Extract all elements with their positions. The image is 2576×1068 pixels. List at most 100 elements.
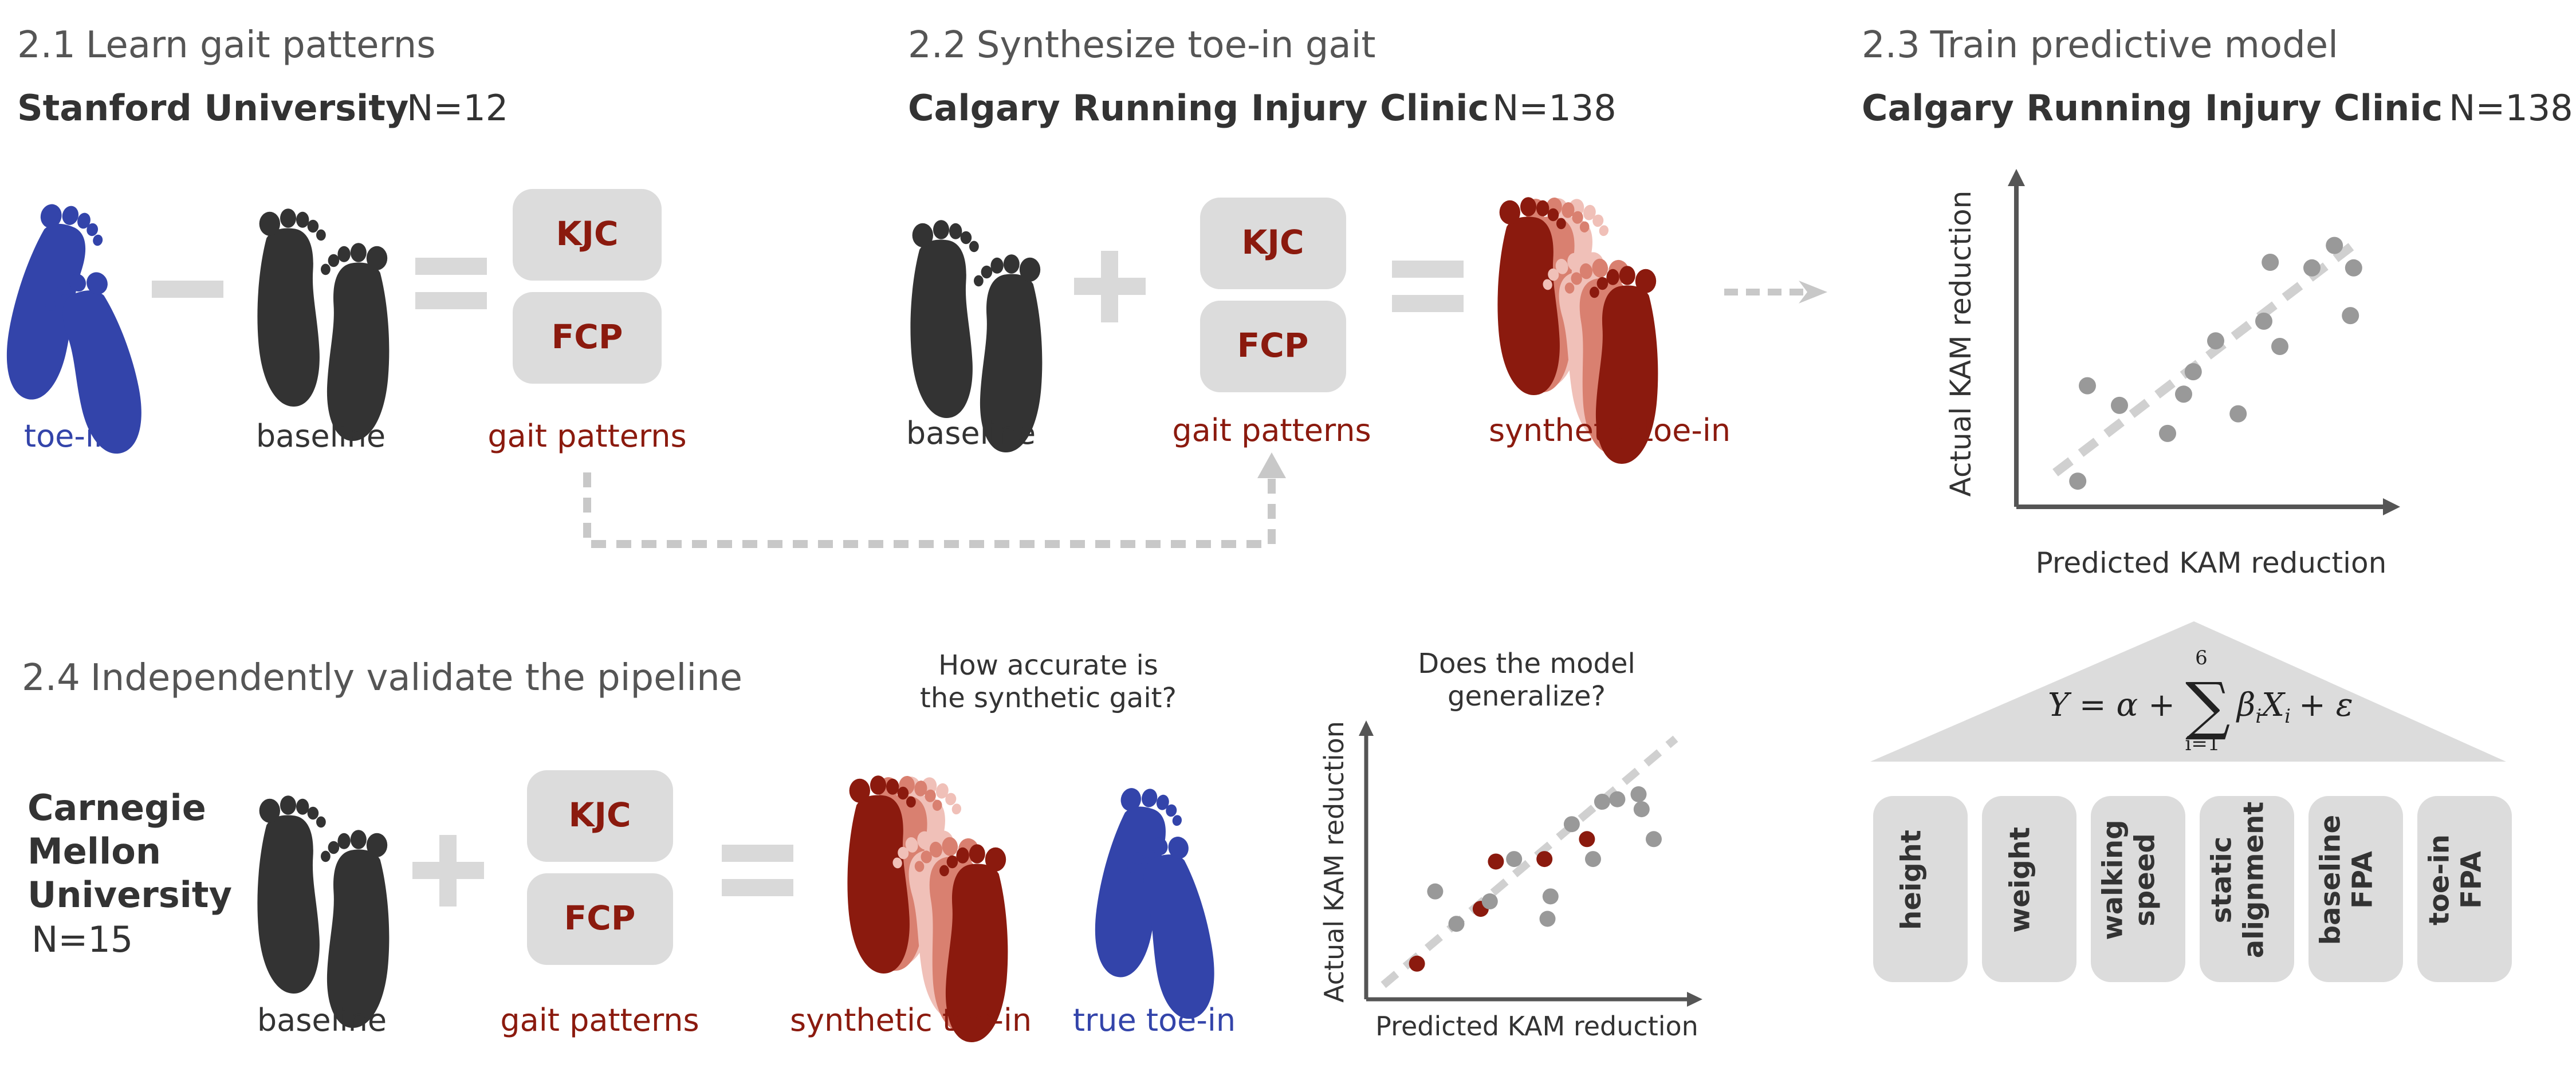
data-point bbox=[2159, 424, 2176, 442]
data-point bbox=[2111, 396, 2128, 414]
data-point bbox=[2271, 338, 2288, 355]
data-point bbox=[2262, 254, 2279, 271]
data-point bbox=[2342, 307, 2359, 325]
data-point bbox=[1481, 893, 1498, 910]
minus-sign bbox=[152, 281, 223, 298]
data-point bbox=[1542, 888, 1559, 905]
data-point bbox=[2079, 377, 2096, 395]
plus-sign bbox=[412, 835, 484, 907]
pillar-box bbox=[2200, 796, 2294, 982]
train-scatter-chart bbox=[2008, 169, 2400, 515]
feature-label: baseline bbox=[2315, 815, 2347, 945]
pillar-box bbox=[1873, 796, 1968, 982]
data-point bbox=[2345, 259, 2362, 277]
foot-right bbox=[321, 243, 390, 441]
institution-line-2: Mellon bbox=[27, 830, 161, 872]
label-gait-patterns: gait patterns bbox=[1172, 412, 1371, 448]
label-synthetic: synthetic toe-in bbox=[1489, 412, 1731, 448]
sample-size: N=138 bbox=[2449, 87, 2573, 129]
kjc-label: KJC bbox=[568, 795, 631, 834]
step-number: 2.4 bbox=[22, 657, 80, 699]
foot-right bbox=[321, 830, 390, 1028]
data-point bbox=[1563, 816, 1580, 833]
feature-label: alignment bbox=[2238, 802, 2270, 959]
feature-label: FPA bbox=[2456, 851, 2488, 909]
data-point bbox=[2229, 405, 2247, 423]
data-point bbox=[1448, 916, 1465, 932]
pillar-box bbox=[1982, 796, 2076, 982]
data-point bbox=[1506, 851, 1523, 868]
data-point bbox=[1609, 791, 1626, 807]
label-gait-patterns: gait patterns bbox=[500, 1002, 699, 1038]
data-point bbox=[2207, 332, 2224, 350]
fcp-box bbox=[527, 873, 673, 965]
validate-scatter-chart bbox=[1359, 720, 1702, 1007]
sum-lower-limit: i=1 bbox=[2185, 732, 2220, 755]
data-point bbox=[2255, 312, 2272, 330]
kjc-box bbox=[527, 770, 673, 862]
label-baseline: baseline bbox=[257, 1002, 387, 1038]
data-point bbox=[1646, 831, 1662, 848]
feature-label: speed bbox=[2129, 833, 2161, 926]
feature-label: weight bbox=[2004, 827, 2036, 933]
foot-left bbox=[257, 208, 326, 407]
plus-sign bbox=[1074, 251, 1146, 322]
institution-name: Stanford University bbox=[17, 87, 408, 129]
foot-left bbox=[257, 795, 326, 994]
y-axis-arrowhead bbox=[1359, 720, 1374, 736]
feature-pillar: weight bbox=[1982, 796, 2076, 982]
fcp-label: FCP bbox=[552, 317, 623, 356]
feature-label: toe-in bbox=[2424, 834, 2456, 925]
highlight-point bbox=[1579, 831, 1595, 848]
x-axis-label: Predicted KAM reduction bbox=[1375, 1011, 1698, 1042]
label-toe-in: toe-in bbox=[24, 418, 113, 454]
kjc-box bbox=[1200, 198, 1346, 289]
question-1-line-1: How accurate is bbox=[938, 649, 1158, 681]
step-title: Learn gait patterns bbox=[86, 24, 436, 66]
data-point bbox=[2326, 237, 2343, 254]
pillar-box bbox=[2308, 796, 2403, 982]
feature-label: FPA bbox=[2347, 851, 2379, 909]
equals-sign bbox=[1392, 261, 1464, 312]
fcp-box bbox=[1200, 301, 1346, 392]
trend-line bbox=[1381, 735, 1678, 988]
data-point bbox=[1594, 794, 1610, 810]
foot-left bbox=[910, 220, 979, 418]
label-baseline: baseline bbox=[256, 418, 386, 454]
pillar-box bbox=[2417, 796, 2512, 982]
sample-size: N=15 bbox=[32, 919, 133, 960]
data-point bbox=[2303, 259, 2321, 277]
step-number: 2.2 bbox=[908, 24, 966, 66]
highlight-point bbox=[1488, 853, 1504, 870]
svg-text:βiXi+ ε: βiXi+ ε bbox=[2236, 687, 2353, 728]
kjc-label: KJC bbox=[556, 214, 618, 253]
baseline-feet bbox=[257, 208, 390, 441]
kjc-label: KJC bbox=[1241, 223, 1304, 262]
institution-line-3: University bbox=[27, 874, 232, 916]
y-axis-label: Actual KAM reduction bbox=[1944, 191, 1977, 497]
data-point bbox=[2184, 363, 2202, 381]
beta-subscript: i bbox=[2255, 705, 2262, 728]
highlight-point bbox=[1536, 851, 1553, 868]
step-title: Independently validate the pipeline bbox=[91, 657, 742, 699]
data-point bbox=[1585, 851, 1601, 868]
equals-sign bbox=[722, 845, 793, 896]
feature-pillar: height bbox=[1873, 796, 1968, 982]
highlight-point bbox=[1409, 955, 1425, 972]
data-point bbox=[2175, 385, 2192, 403]
feature-label: walking bbox=[2097, 819, 2129, 940]
step-number: 2.3 bbox=[1862, 24, 1920, 66]
question-1-line-2: the synthetic gait? bbox=[920, 682, 1177, 714]
x-axis-arrowhead bbox=[2383, 498, 2400, 515]
equals-sign bbox=[415, 258, 487, 309]
feature-label: static bbox=[2206, 837, 2238, 924]
